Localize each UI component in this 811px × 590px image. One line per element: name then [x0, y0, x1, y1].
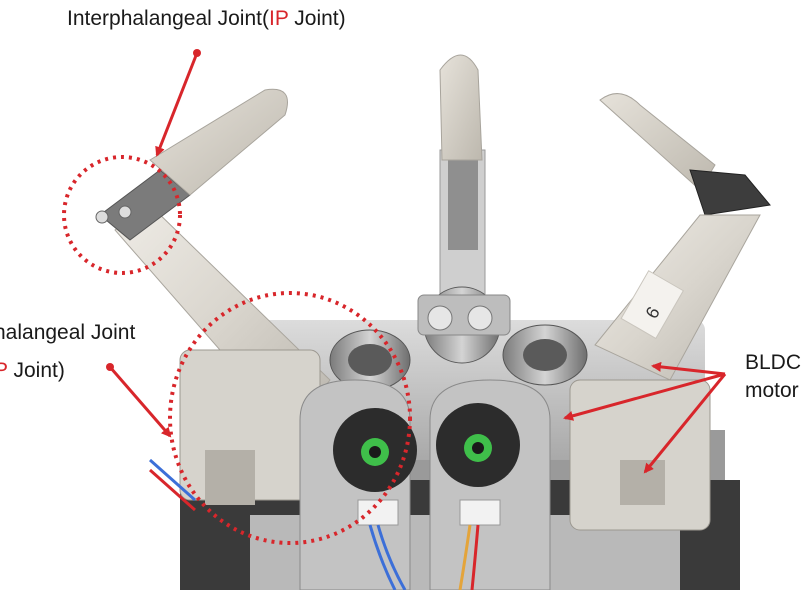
mcp-joint-label-line1: halangeal Joint	[0, 321, 136, 344]
ip-joint-annotation	[62, 49, 201, 275]
bldc-annotation	[563, 361, 727, 474]
mcp-joint-annotation	[106, 291, 412, 545]
bldc-motor-right	[502, 324, 588, 386]
bldc-label-line1: BLDC	[745, 351, 802, 374]
encoder-left	[299, 379, 417, 590]
center-finger	[417, 54, 511, 364]
right-finger: 6	[569, 93, 771, 531]
bldc-motor-left	[329, 329, 411, 391]
ip-highlight: IP	[268, 7, 289, 30]
mcp-joint-label-line2: P Joint)	[0, 360, 65, 381]
cable-bundle	[149, 458, 480, 590]
ip-joint-label: Interphalangeal Joint(IP Joint)	[67, 7, 346, 30]
left-finger	[95, 88, 331, 505]
mcp-highlight: P	[0, 359, 8, 382]
encoder-right	[429, 379, 551, 590]
bldc-label-line2: motor	[745, 379, 799, 402]
